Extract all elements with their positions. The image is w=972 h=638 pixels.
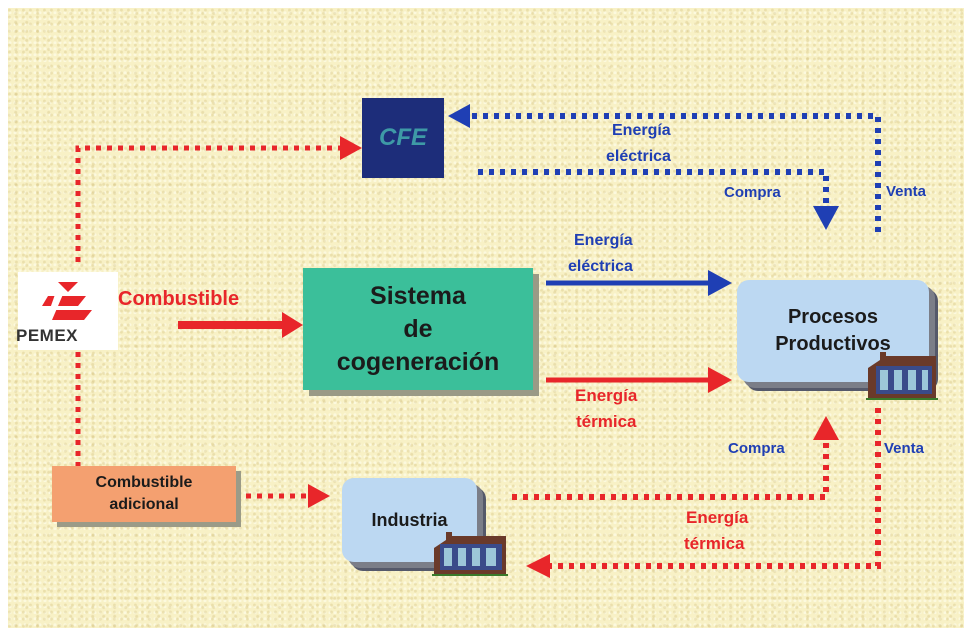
pemex-logo-icon bbox=[18, 272, 118, 350]
ind-buy-line bbox=[512, 438, 829, 500]
cfe-label: CFE bbox=[379, 124, 427, 151]
cfe-buy-label: Compra bbox=[724, 184, 781, 201]
industry-label: Industria bbox=[371, 509, 448, 530]
cog-line-1: Sistema bbox=[370, 281, 466, 310]
ind-sell-label: Venta bbox=[884, 440, 925, 457]
fuel-arrowhead bbox=[282, 312, 303, 338]
buy-from-cfe-arrowhead bbox=[813, 206, 839, 230]
extra-fuel-line-2: adicional bbox=[109, 496, 179, 513]
cog-electric-label-1: Energía bbox=[574, 232, 633, 249]
cog-line-3: cogeneración bbox=[336, 347, 500, 376]
cfe-box: CFE bbox=[362, 98, 444, 178]
cfe-sell-label: Venta bbox=[886, 183, 927, 200]
ind-buy-arrowhead bbox=[813, 416, 839, 440]
fuel-label: Combustible bbox=[118, 288, 240, 310]
factory-icon bbox=[866, 352, 938, 400]
cog-line-2: de bbox=[403, 314, 433, 343]
ind-sell-arrowhead bbox=[526, 554, 550, 578]
processes-line-2: Productivos bbox=[775, 333, 891, 355]
sell-to-cfe-arrowhead bbox=[448, 104, 470, 128]
cfe-electric-label-2: eléctrica bbox=[606, 148, 671, 165]
cog-electric-arrowhead bbox=[708, 270, 732, 296]
extra-fuel-line-1: Combustible bbox=[95, 474, 193, 491]
cogeneration-system-box: Sistema de cogeneración bbox=[303, 268, 533, 390]
cog-thermal-label-2: térmica bbox=[576, 412, 637, 431]
cog-thermal-label-1: Energía bbox=[575, 386, 638, 405]
ind-buy-label: Compra bbox=[728, 440, 785, 457]
pemex-to-cfe-arrowhead bbox=[340, 136, 362, 160]
cfe-electric-label-1: Energía bbox=[612, 122, 671, 139]
factory-icon bbox=[432, 532, 508, 576]
ind-sell-line bbox=[548, 408, 881, 569]
extra-fuel-to-industry-arrowhead bbox=[308, 484, 330, 508]
ind-thermal-label-2: térmica bbox=[684, 534, 745, 553]
cog-electric-label-2: eléctrica bbox=[568, 258, 633, 275]
extra-fuel-box: Combustible adicional bbox=[52, 466, 236, 522]
ind-thermal-label-1: Energía bbox=[686, 508, 749, 527]
sell-to-cfe-line bbox=[466, 113, 881, 232]
cog-thermal-arrowhead bbox=[708, 367, 732, 393]
pemex-label: PEMEX bbox=[16, 326, 79, 345]
processes-line-1: Procesos bbox=[787, 306, 879, 328]
pemex-to-cfe-line bbox=[75, 145, 345, 262]
